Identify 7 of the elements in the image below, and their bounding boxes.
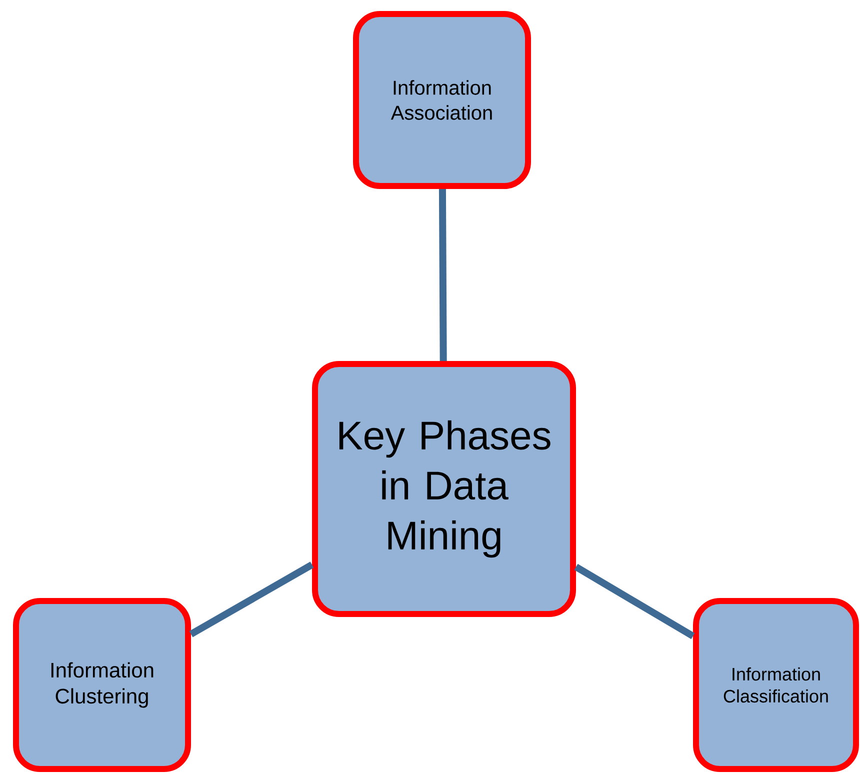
connector-line: [189, 562, 314, 638]
connector-line: [574, 564, 695, 640]
process-box: Information Classification: [693, 598, 859, 772]
process-box: Information Clustering: [13, 598, 191, 772]
process-box: Key Phases in Data Mining: [312, 361, 576, 617]
connector-line: [438, 188, 447, 362]
process-box: Information Association: [353, 11, 531, 189]
